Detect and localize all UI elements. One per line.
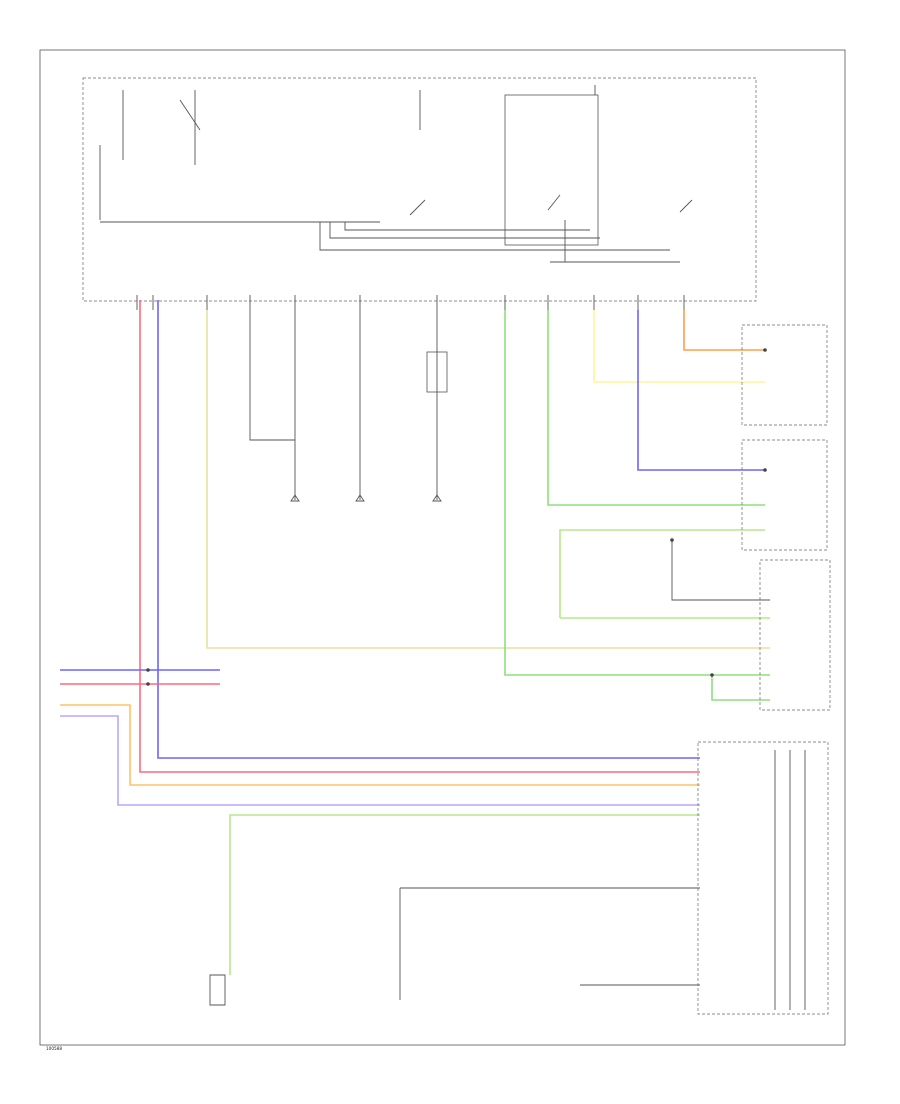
switch-assembly — [209, 974, 226, 1006]
connector-pins — [136, 295, 685, 310]
junction-dots — [146, 348, 767, 686]
wire-yellow — [593, 310, 765, 383]
wire-blue-2 — [637, 310, 765, 471]
connector-box-3 — [759, 559, 831, 711]
ground-symbols — [290, 494, 442, 502]
wire-green-4 — [711, 675, 770, 701]
relay-component — [426, 351, 448, 393]
control-unit-box — [82, 77, 757, 302]
relay-output — [550, 220, 680, 263]
wire-green-3 — [229, 814, 700, 975]
wire-orange — [683, 310, 765, 351]
relay-contacts — [409, 194, 693, 216]
connector-box-1 — [741, 324, 828, 426]
wire-tan — [206, 310, 770, 649]
internal-bus — [100, 221, 670, 251]
module-internal-lines — [774, 750, 806, 1010]
wire-lightgreen — [559, 529, 765, 618]
wire-red — [139, 300, 700, 773]
harness-orange — [60, 704, 700, 786]
wire-green-2 — [547, 310, 765, 506]
relay-subbox — [504, 94, 599, 246]
figure-id: 100588 — [46, 1046, 62, 1051]
connector-box-4 — [697, 741, 829, 1015]
wire-blue — [157, 300, 700, 759]
wire-green-1 — [504, 310, 770, 676]
sensor-lead — [671, 540, 770, 601]
lower-leads — [399, 887, 700, 1000]
outer-frame — [39, 49, 846, 1046]
feed-lines — [122, 85, 596, 165]
connector-box-2 — [741, 439, 828, 551]
switch-branch-1 — [249, 310, 296, 500]
harness-violet — [60, 715, 700, 806]
